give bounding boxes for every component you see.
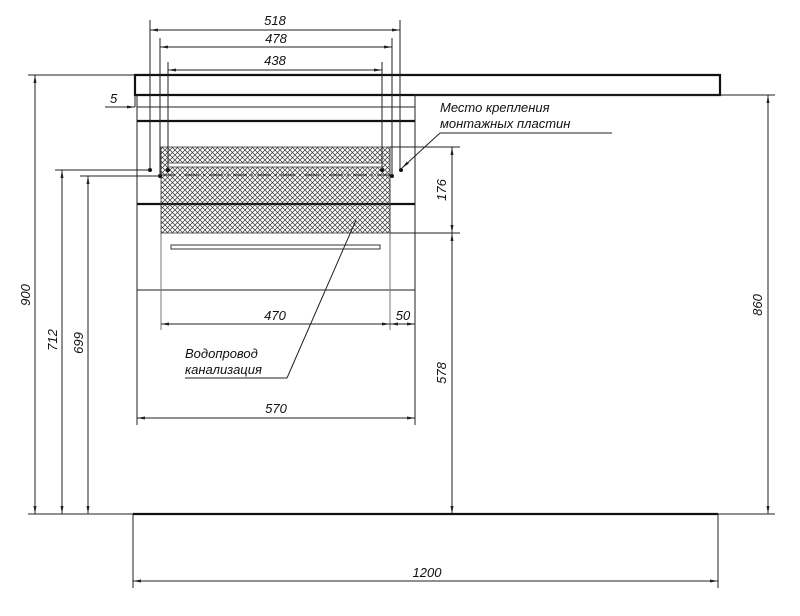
cabinet (136, 95, 416, 425)
mount-label-line2: монтажных пластин (440, 116, 570, 131)
countertop (133, 73, 722, 107)
mount-label-line1: Место крепления (440, 100, 550, 115)
dim-900: 900 (18, 283, 33, 305)
dim-50: 50 (396, 308, 411, 323)
dim-478: 478 (265, 31, 287, 46)
right-dimensions (390, 94, 775, 515)
drawer-handle (170, 244, 381, 250)
hatched-zone (160, 146, 391, 234)
dim-1200: 1200 (413, 565, 443, 580)
top-dimensions (149, 20, 401, 176)
dim-438: 438 (264, 53, 286, 68)
dim-699: 699 (71, 332, 86, 354)
mounting-plate (167, 162, 383, 168)
pipe-label-line2: канализация (185, 362, 262, 377)
dim-860: 860 (750, 293, 765, 315)
dim-5: 5 (110, 91, 118, 106)
dim-518: 518 (264, 13, 286, 28)
pipe-label-line1: Водопровод (185, 346, 258, 361)
dim-570: 570 (265, 401, 287, 416)
left-dimensions (28, 74, 160, 515)
dim-578: 578 (434, 361, 449, 383)
dim-176: 176 (434, 178, 449, 200)
dim-712: 712 (45, 328, 60, 350)
dim-470: 470 (264, 308, 286, 323)
